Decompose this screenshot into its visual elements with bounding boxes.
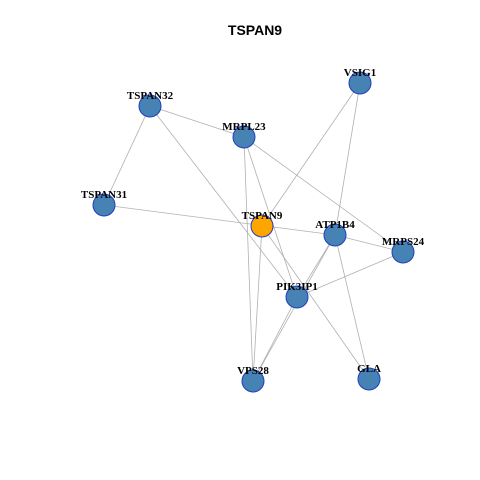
node-tspan31[interactable] <box>92 193 116 217</box>
node-label-tspan32: TSPAN32 <box>127 90 174 102</box>
node-label-atp1b4: ATP1B4 <box>315 219 355 231</box>
node-label-mrps24: MRPS24 <box>382 236 425 248</box>
node-atp1b4[interactable] <box>323 223 347 247</box>
edge-vsig1-tspan9 <box>261 82 361 227</box>
edge-tspan31-atp1b4 <box>103 204 336 236</box>
node-label-tspan9: TSPAN9 <box>242 210 283 222</box>
edge-tspan32-mrpl23 <box>149 105 245 138</box>
label-layer: TSPAN9 VSIG1TSPAN32MRPL23TSPAN31ATP1B4MRP… <box>81 67 425 377</box>
node-gla[interactable] <box>357 367 381 391</box>
node-mrps24[interactable] <box>391 240 415 264</box>
edge-mrpl23-vps28 <box>243 136 254 382</box>
edge-pik3ip1-mrps24 <box>296 251 404 298</box>
node-pik3ip1[interactable] <box>285 285 309 309</box>
diagram-title: TSPAN9 <box>228 22 282 38</box>
node-vps28[interactable] <box>241 369 265 393</box>
node-label-tspan31: TSPAN31 <box>81 189 127 201</box>
edge-atp1b4-gla <box>334 234 370 380</box>
node-label-gla: GLA <box>357 363 381 375</box>
edge-tspan9-gla <box>261 225 370 380</box>
node-tspan32[interactable] <box>138 94 162 118</box>
node-vsig1[interactable] <box>348 71 372 95</box>
node-tspan9[interactable] <box>250 214 274 238</box>
node-label-vsig1: VSIG1 <box>344 67 376 79</box>
edge-vsig1-atp1b4 <box>334 82 361 236</box>
node-label-mrpl23: MRPL23 <box>222 121 266 133</box>
node-mrpl23[interactable] <box>232 125 256 149</box>
edge-mrpl23-mrps24 <box>243 136 404 253</box>
edge-atp1b4-pik3ip1 <box>296 234 336 298</box>
node-label-vps28: VPS28 <box>237 365 269 377</box>
edge-tspan9-vps28 <box>252 225 263 382</box>
edge-tspan32-pik3ip1 <box>149 105 298 298</box>
edge-pik3ip1-vps28 <box>252 296 298 382</box>
node-label-pik3ip1: PIK3IP1 <box>276 281 318 293</box>
edge-atp1b4-mrps24 <box>334 234 404 253</box>
edge-mrpl23-pik3ip1 <box>243 136 298 298</box>
node-layer <box>92 71 415 393</box>
edge-tspan32-tspan31 <box>103 105 151 206</box>
